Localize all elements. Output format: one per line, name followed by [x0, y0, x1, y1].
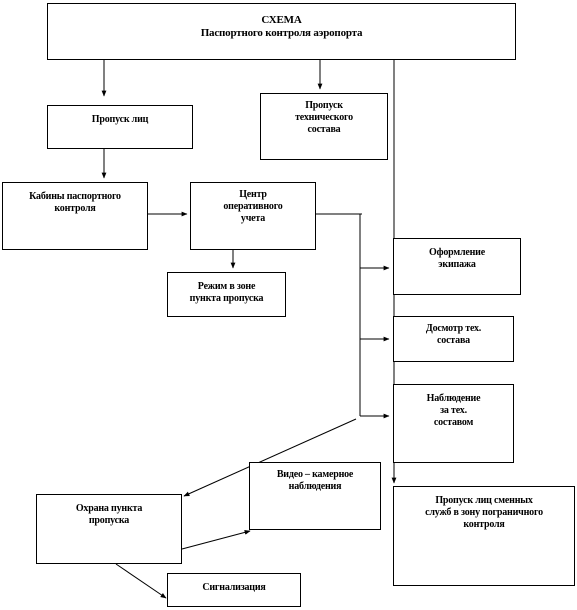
diagram-title: СХЕМА Паспортного контроля аэропорта — [200, 14, 363, 39]
node-checkpoint-guard: Охрана пункта пропуска — [36, 494, 182, 564]
node-tech-staff-observation: Наблюдение за тех. составом — [393, 384, 514, 463]
node-shift-services-passage: Пропуск лиц сменных служб в зону пограни… — [393, 486, 575, 586]
node-passport-booths: Кабины паспортного контроля — [2, 182, 148, 250]
arrow-guard-to-video — [181, 530, 251, 550]
node-video-surveillance: Видео – камерное наблюдения — [249, 462, 381, 530]
arrow-observation-to-guard — [183, 418, 357, 497]
node-tech-staff-inspection: Досмотр тех. состава — [393, 316, 514, 362]
node-checkpoint-guard-label: Охрана пункта пропуска — [75, 503, 143, 526]
node-tech-staff-inspection-label: Досмотр тех. состава — [425, 323, 482, 346]
node-checkpoint-zone-regime: Режим в зоне пункта пропуска — [167, 272, 286, 317]
node-tech-staff-passage-label: Пропуск технического состава — [295, 100, 353, 135]
node-alarm-label: Сигнализация — [202, 582, 266, 593]
node-crew-processing-label: Оформление экипажа — [429, 247, 485, 270]
node-passage-persons: Пропуск лиц — [47, 105, 193, 149]
node-passport-booths-label: Кабины паспортного контроля — [29, 191, 121, 214]
node-operational-center-label: Центр оперативного учета — [223, 189, 283, 224]
node-passage-persons-label: Пропуск лиц — [91, 114, 149, 125]
node-tech-staff-passage: Пропуск технического состава — [260, 93, 388, 160]
node-shift-services-passage-label: Пропуск лиц сменных служб в зону пограни… — [425, 495, 543, 530]
node-operational-center: Центр оперативного учета — [190, 182, 316, 250]
node-crew-processing: Оформление экипажа — [393, 238, 521, 295]
node-checkpoint-zone-regime-label: Режим в зоне пункта пропуска — [189, 281, 264, 304]
arrow-guard-to-alarm — [115, 563, 167, 599]
node-tech-staff-observation-label: Наблюдение за тех. составом — [426, 393, 481, 428]
title-box: СХЕМА Паспортного контроля аэропорта — [47, 3, 516, 60]
node-video-surveillance-label: Видео – камерное наблюдения — [276, 469, 354, 492]
node-alarm: Сигнализация — [167, 573, 301, 607]
